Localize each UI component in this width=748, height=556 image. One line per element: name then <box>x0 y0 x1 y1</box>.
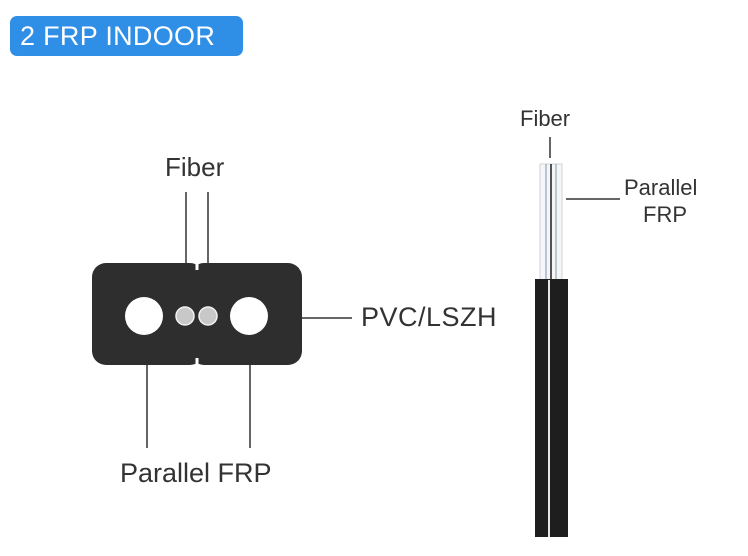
fiber-core-right <box>198 306 218 326</box>
side-frp-label-line1: Parallel <box>624 175 698 200</box>
frp-rod-right <box>230 297 268 335</box>
side-fiber-label: Fiber <box>520 106 571 131</box>
jacket-label: PVC/LSZH <box>361 302 498 332</box>
section-badge: 2 FRP INDOOR <box>10 16 243 56</box>
cross-frp-label: Parallel FRP <box>120 458 272 488</box>
cross-fiber-label: Fiber <box>165 152 225 182</box>
side-jacket <box>535 279 568 537</box>
frp-rod-left <box>125 297 163 335</box>
side-view <box>535 137 620 537</box>
side-frp-label-line2: FRP <box>643 202 687 227</box>
cross-section <box>92 192 352 448</box>
fiber-core-left <box>175 306 195 326</box>
